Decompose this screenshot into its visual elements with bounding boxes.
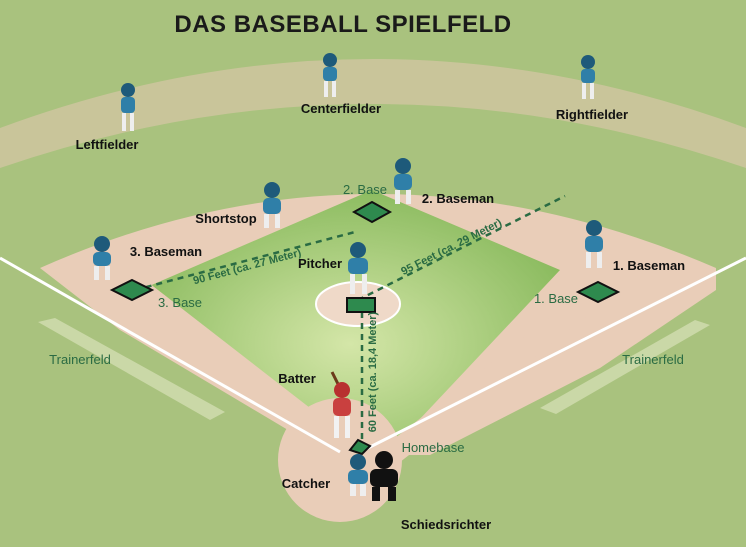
warning-track [0, 59, 746, 168]
label-second-base: 2. Base [343, 182, 387, 197]
first-base [575, 280, 621, 304]
leftfielder-figure [121, 83, 135, 131]
pitcher-figure [348, 242, 368, 294]
third-baseman-figure [93, 236, 111, 280]
home-circle [278, 398, 402, 522]
second-baseman-figure [394, 158, 412, 204]
label-pitcher: Pitcher [298, 256, 342, 271]
basepath-first [365, 283, 607, 479]
label-rightfielder: Rightfielder [556, 107, 628, 122]
label-coach-left: Trainerfeld [49, 352, 111, 367]
rightfielder-figure [581, 55, 595, 99]
label-shortstop: Shortstop [195, 211, 256, 226]
line-pitcher-to-first [357, 194, 566, 302]
label-third-base: 3. Base [158, 295, 202, 310]
label-batter: Batter [278, 371, 316, 386]
label-distance-home-pitcher: 60 Feet (ca. 18,4 Meter) [367, 311, 379, 432]
label-umpire: Schiedsrichter [401, 517, 491, 532]
line-third-to-pitcher [134, 230, 356, 292]
first-baseman-figure [585, 220, 603, 268]
label-coach-right: Trainerfeld [622, 352, 684, 367]
batter-figure [330, 371, 351, 438]
label-third-baseman: 3. Baseman [130, 244, 202, 259]
label-leftfielder: Leftfielder [76, 137, 139, 152]
label-catcher: Catcher [282, 476, 330, 491]
shortstop-figure [263, 182, 281, 228]
home-base [348, 438, 372, 456]
label-first-base: 1. Base [534, 291, 578, 306]
catcher-figure [348, 454, 368, 496]
pitchers-rubber [346, 297, 376, 313]
label-centerfielder: Centerfielder [301, 101, 381, 116]
coach-box-right [540, 320, 710, 414]
second-base [351, 200, 393, 224]
umpire-figure [370, 451, 398, 501]
foul-line-left [0, 256, 341, 454]
diagram-title: DAS BASEBALL SPIELFELD [174, 11, 511, 38]
label-home-base: Homebase [402, 440, 465, 455]
third-base [109, 278, 155, 302]
coach-box-left [38, 318, 225, 420]
centerfielder-figure [323, 53, 337, 97]
label-second-baseman: 2. Baseman [422, 191, 494, 206]
label-first-baseman: 1. Baseman [613, 258, 685, 273]
foul-line-right [359, 256, 746, 454]
